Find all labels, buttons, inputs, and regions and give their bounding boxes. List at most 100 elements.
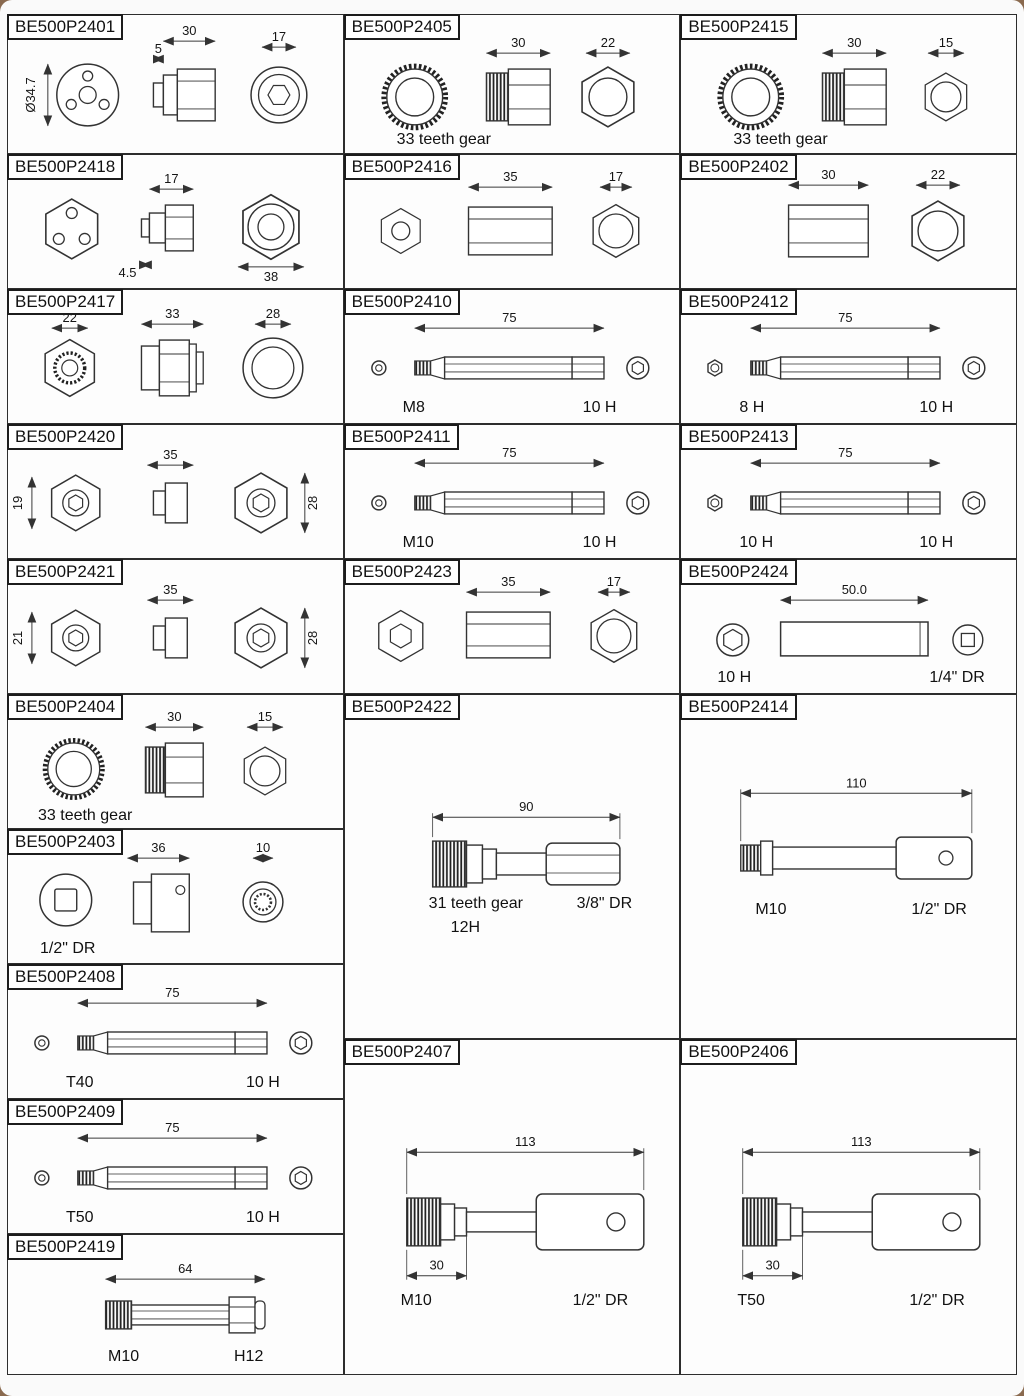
gear-caption: 33 teeth gear xyxy=(396,131,491,148)
technical-drawing: 64 xyxy=(104,1261,266,1334)
part-cell-BE500P2411: BE500P2411 75 M10 10 H xyxy=(343,424,681,559)
technical-drawing: 35 17 xyxy=(377,574,638,663)
part-cell-BE500P2409: BE500P2409 75 T50 10 H xyxy=(7,1099,344,1234)
dimension-label: 75 xyxy=(502,310,516,325)
tip-size-label: T50 xyxy=(737,1292,765,1309)
technical-drawing: 30 22 xyxy=(345,35,635,153)
part-cell-BE500P2420: BE500P2420 19 35 28 xyxy=(7,424,344,559)
part-cell-BE500P2412: BE500P2412 75 8 H 10 H xyxy=(680,289,1018,424)
part-cell-BE500P2421: BE500P2421 21 35 28 xyxy=(7,559,344,694)
dimension-label: 21 xyxy=(10,631,25,645)
tip-size-label: T50 xyxy=(66,1209,94,1226)
part-cell-BE500P2402: BE500P2402 30 22 xyxy=(680,154,1018,289)
shank-size-label: 10 H xyxy=(919,534,954,551)
drive-size-label: 3/8" DR xyxy=(576,895,633,912)
dimension-label: 22 xyxy=(600,35,614,50)
dimension-label: 28 xyxy=(305,496,320,510)
part-number-label: BE500P2404 xyxy=(7,694,124,720)
drive-caption: 1/2" DR xyxy=(40,940,96,957)
part-number-label: BE500P2421 xyxy=(7,559,124,585)
part-cell-BE500P2407: BE500P2407 113 30 M10 1/2" DR xyxy=(343,1039,681,1375)
dimension-label: 33 xyxy=(165,306,179,321)
technical-drawing: 50.0 xyxy=(716,582,984,657)
part-cell-BE500P2408: BE500P2408 75 T40 10 H xyxy=(7,964,344,1099)
part-cell-BE500P2405: BE500P2405 30 22 33 teeth gear xyxy=(343,14,681,154)
tip-size-label: M10 xyxy=(402,534,434,551)
drive-size-label: 1/2" DR xyxy=(572,1292,629,1309)
part-number-label: BE500P2403 xyxy=(7,829,124,855)
part-number-label: BE500P2414 xyxy=(680,694,797,720)
technical-drawing: 30 15 xyxy=(8,709,287,828)
part-cell-BE500P2415: BE500P2415 30 15 33 teeth gear xyxy=(680,14,1018,154)
part-cell-BE500P2403: BE500P2403 36 10 1/2" DR xyxy=(7,829,344,964)
technical-drawing: Ø34.7 5 30 17 xyxy=(23,23,308,127)
part-cell-BE500P2417: BE500P2417 22 33 28 xyxy=(7,289,344,424)
part-number-label: BE500P2402 xyxy=(680,154,797,180)
part-number-label: BE500P2422 xyxy=(343,694,460,720)
part-cell-BE500P2401: BE500P2401 Ø34.7 5 30 xyxy=(7,14,344,154)
part-number-label: BE500P2419 xyxy=(7,1234,124,1260)
part-cell-BE500P2418: BE500P2418 17 4.5 38 xyxy=(7,154,344,289)
tip-size-label: 12H xyxy=(450,919,481,936)
part-number-label: BE500P2416 xyxy=(343,154,460,180)
dimension-label: 75 xyxy=(838,310,852,325)
part-number-label: BE500P2408 xyxy=(7,964,124,990)
tip-size-label: M10 xyxy=(755,901,787,918)
part-cell-BE500P2410: BE500P2410 75 M8 10 H xyxy=(343,289,681,424)
part-number-label: BE500P2418 xyxy=(7,154,124,180)
technical-drawing: 35 17 xyxy=(380,169,640,258)
dimension-label: 30 xyxy=(847,35,861,50)
tip-size-label: M10 xyxy=(108,1348,140,1365)
drive-size-label: 1/4" DR xyxy=(929,669,985,686)
dimension-label: 30 xyxy=(182,23,196,38)
part-number-label: BE500P2417 xyxy=(7,289,124,315)
gear-caption: 33 teeth gear xyxy=(38,807,133,824)
shank-size-label: 10 H xyxy=(246,1209,280,1226)
dimension-label: 30 xyxy=(511,35,525,50)
shank-size-label: 10 H xyxy=(582,399,617,416)
drive-size-label: 1/2" DR xyxy=(909,1292,965,1309)
part-cell-BE500P2416: BE500P2416 35 17 xyxy=(343,154,681,289)
dimension-label: 5 xyxy=(155,41,162,56)
part-cell-BE500P2413: BE500P2413 75 10 H 10 H xyxy=(680,424,1018,559)
dimension-label: 17 xyxy=(608,169,622,184)
technical-drawing: 90 xyxy=(431,799,621,888)
part-number-label: BE500P2407 xyxy=(343,1039,460,1065)
part-number-label: BE500P2409 xyxy=(7,1099,124,1125)
dimension-label: 30 xyxy=(822,167,836,182)
tip-size-label: M10 xyxy=(400,1292,432,1309)
dimension-label: 110 xyxy=(846,775,867,790)
dimension-label: 50.0 xyxy=(842,582,867,597)
dimension-label: 75 xyxy=(502,445,516,460)
dimension-label: 30 xyxy=(429,1258,443,1273)
part-number-label: BE500P2401 xyxy=(7,14,124,40)
technical-drawing: 21 35 28 xyxy=(10,582,320,669)
hex-size-label: 10 H xyxy=(717,669,752,686)
dimension-label: 17 xyxy=(164,171,178,186)
technical-drawing: 30 22 xyxy=(788,167,966,262)
head-size-label: H12 xyxy=(234,1348,264,1365)
tip-size-label: 8 H xyxy=(739,399,765,416)
part-number-label: BE500P2420 xyxy=(7,424,124,450)
dimension-label: 35 xyxy=(503,169,517,184)
dimension-label: 38 xyxy=(264,269,278,284)
tip-size-label: T40 xyxy=(66,1074,94,1091)
part-cell-BE500P2419: BE500P2419 64 M10 H12 xyxy=(7,1234,344,1375)
dimension-label: 22 xyxy=(931,167,945,182)
technical-drawing: 75 xyxy=(34,1120,313,1190)
dimension-label: 36 xyxy=(151,840,165,855)
dimension-label: 10 xyxy=(256,840,270,855)
gear-caption: 31 teeth gear xyxy=(428,895,523,912)
dimension-label: 4.5 xyxy=(119,265,137,280)
catalog-grid: BE500P2401 Ø34.7 5 30 xyxy=(7,14,1018,1375)
part-number-label: BE500P2410 xyxy=(343,289,460,315)
technical-drawing: 30 15 xyxy=(681,35,968,153)
dimension-label: 35 xyxy=(501,574,515,589)
grid-column-2: BE500P2405 30 22 33 teeth gear BE500P241… xyxy=(343,14,681,1375)
part-number-label: BE500P2406 xyxy=(680,1039,797,1065)
part-number-label: BE500P2423 xyxy=(343,559,460,585)
part-cell-BE500P2414: BE500P2414 110 M10 1/2" DR xyxy=(680,694,1018,1039)
dimension-label: 17 xyxy=(606,574,620,589)
technical-drawing: 113 30 xyxy=(742,1134,981,1281)
